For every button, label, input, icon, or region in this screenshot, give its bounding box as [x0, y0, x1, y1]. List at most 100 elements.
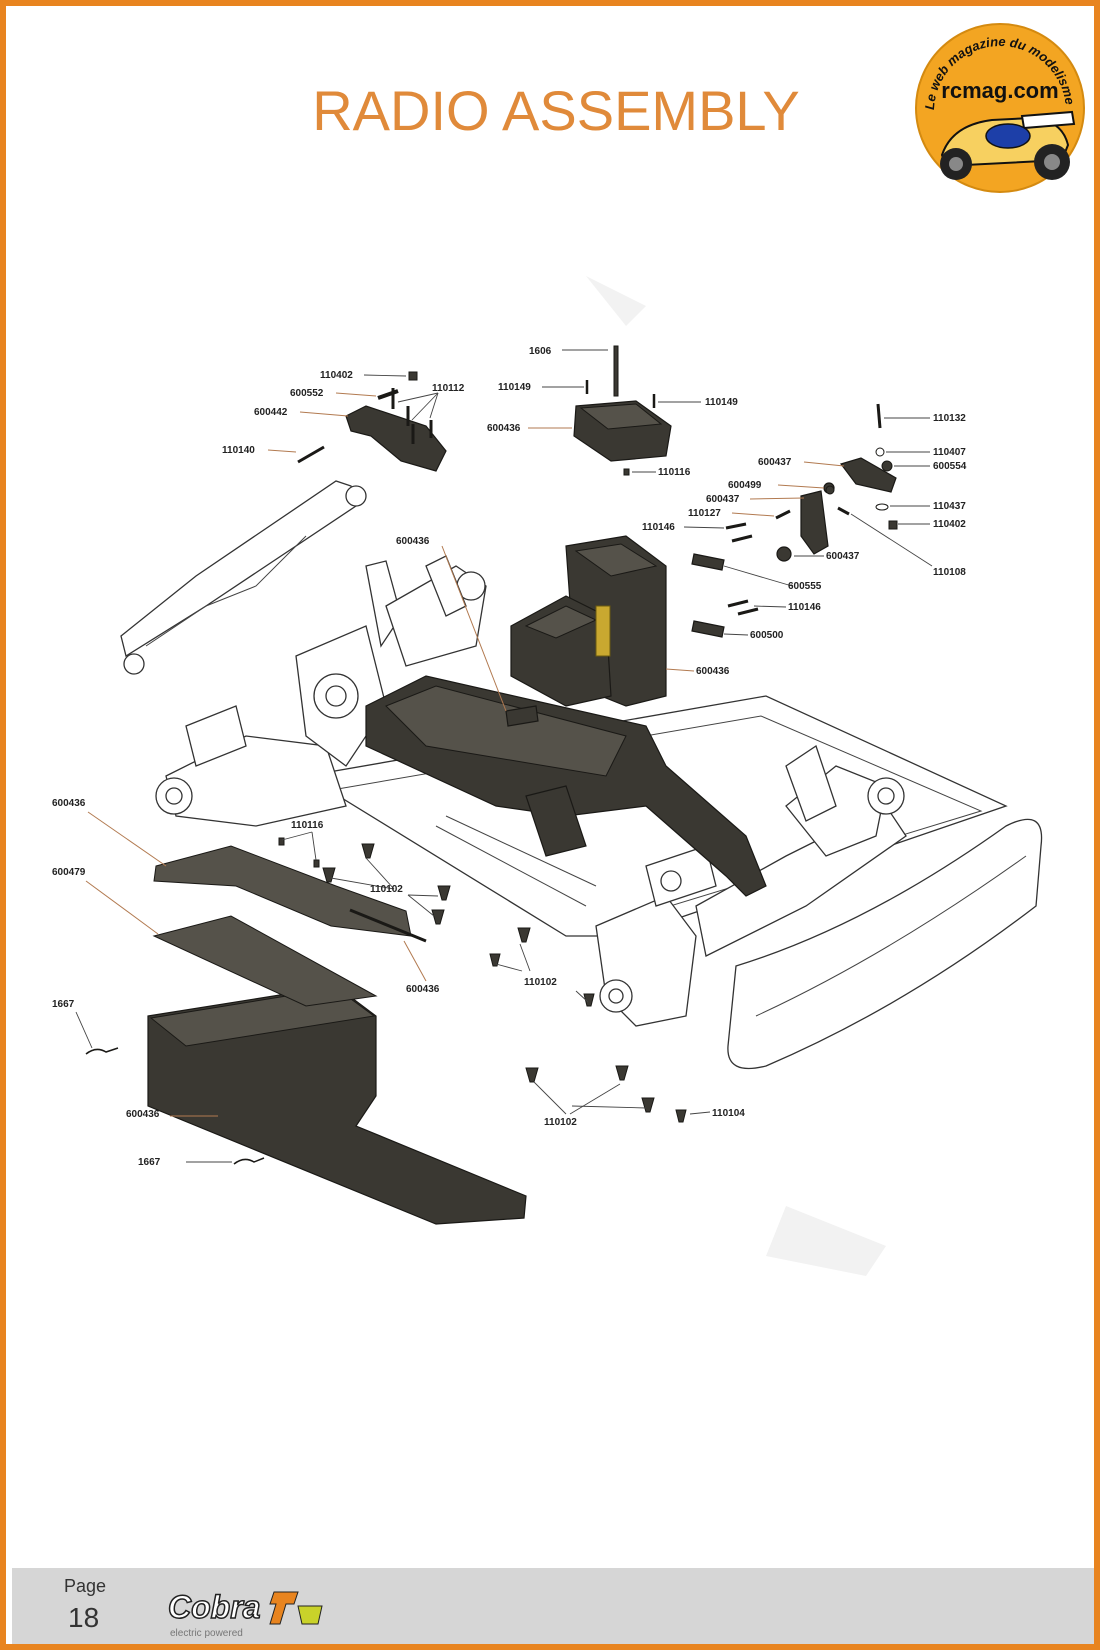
leader-line [683, 526, 725, 529]
leader-line [267, 449, 297, 453]
steering-block [645, 845, 717, 907]
leader-line [575, 990, 589, 1003]
servo-horn [800, 490, 829, 555]
leader-line [85, 880, 159, 935]
screw-icon [431, 909, 445, 925]
callout-label: 600437 [706, 494, 740, 505]
leader-line [749, 497, 805, 500]
screw-icon [775, 509, 791, 520]
servo-saver-arm [840, 457, 897, 493]
screw-icon [876, 403, 882, 429]
center-box-top [385, 685, 627, 777]
callout-label: 110149 [498, 382, 531, 393]
leader-line [75, 1011, 93, 1049]
screw-icon [737, 607, 759, 616]
callout-label: 110127 [688, 508, 721, 519]
strap-rod [349, 908, 427, 943]
leader-line [571, 1105, 647, 1109]
receiver-box-lid [574, 543, 658, 577]
callout-label: 1667 [138, 1157, 161, 1168]
callout-label: 600436 [696, 666, 730, 677]
callout-label: 600442 [254, 407, 288, 418]
screw-icon [725, 522, 747, 530]
ball-stud-icon [377, 389, 399, 400]
leader-line [665, 668, 695, 672]
exploded-diagram: 1606 110402 600552 110112 600442 110140 … [52, 276, 1043, 1276]
front-bumper-edge [755, 855, 1027, 1017]
cobra-logo-gt-icon [269, 1591, 299, 1625]
leader-line [723, 565, 793, 587]
leader-line [407, 894, 439, 897]
leader-line [330, 877, 395, 890]
servo-spacer-top [691, 553, 725, 571]
screw-icon [731, 534, 753, 543]
callout-label: 600555 [788, 581, 822, 592]
body-clip-icon [233, 1157, 265, 1165]
screw-icon [583, 993, 595, 1007]
callout-label: 110112 [432, 383, 465, 394]
screw-icon [437, 885, 451, 901]
screw-icon [517, 927, 531, 943]
leader-line [311, 831, 317, 861]
nut-icon [888, 520, 898, 530]
leader-line [403, 940, 427, 982]
callout-label: 110402 [933, 519, 966, 530]
esc-pad [505, 705, 539, 727]
rear-upright-left [185, 705, 247, 767]
leader-line [87, 811, 167, 867]
background-artifacts [586, 276, 886, 1276]
leader-line [850, 513, 933, 567]
leader-line [429, 392, 439, 419]
foam-pad [152, 915, 378, 1007]
rear-wing-mount [120, 480, 357, 658]
callout-label: 600479 [52, 867, 86, 878]
cobra-logo-sub: electric powered [170, 1628, 243, 1639]
callout-label: 110146 [642, 522, 675, 533]
callout-label: 110102 [544, 1117, 577, 1128]
screw-icon [675, 1109, 687, 1123]
set-screw-icon [313, 859, 320, 868]
leader-line [363, 374, 407, 377]
leader-line [441, 545, 507, 712]
screw-icon [361, 843, 375, 859]
callout-label: 600437 [758, 457, 792, 468]
callout-label: 600552 [290, 388, 324, 399]
callout-label: 110102 [370, 884, 403, 895]
screw-icon [837, 506, 850, 516]
front-bumper [727, 818, 1043, 1070]
callout-label: 110437 [933, 501, 966, 512]
page-title: RADIO ASSEMBLY [312, 79, 800, 142]
callout-label: 110102 [524, 977, 557, 988]
page-label: Page [64, 1576, 107, 1596]
esc-connectors [595, 605, 611, 657]
rcmag-logo: Le web magazine du modelisme rcmag.com [915, 23, 1085, 193]
chassis-brace [435, 825, 587, 907]
callout-label: 600436 [126, 1109, 160, 1120]
callout-label: 110116 [291, 820, 324, 831]
battery-tray [147, 985, 527, 1225]
callout-label: 1606 [529, 346, 552, 357]
screw-icon [641, 1097, 655, 1113]
rear-hub-left-center [165, 787, 183, 805]
page-number: 18 [68, 1602, 100, 1633]
set-screw-icon [623, 468, 630, 476]
callout-label: 110402 [320, 370, 353, 381]
callout-label: 600499 [728, 480, 762, 491]
front-shock-tower [785, 744, 837, 822]
callout-label: 110149 [705, 397, 738, 408]
set-screw-icon [278, 837, 285, 846]
cobra-logo-rtr-icon [297, 1605, 323, 1625]
callout-label: 600436 [406, 984, 440, 995]
leader-line [519, 943, 531, 972]
callout-label: 1667 [52, 999, 75, 1010]
servo-spacer-bottom [691, 620, 725, 638]
screw-icon [615, 1065, 629, 1081]
leader-line [407, 894, 435, 917]
screw-icon [297, 445, 325, 464]
hardware [85, 371, 898, 1165]
leader-lines [75, 349, 933, 1163]
body-clip-icon [85, 1047, 119, 1055]
callout-label: 110132 [933, 413, 966, 424]
callout-label: 600500 [750, 630, 784, 641]
chassis-brace [445, 815, 597, 887]
